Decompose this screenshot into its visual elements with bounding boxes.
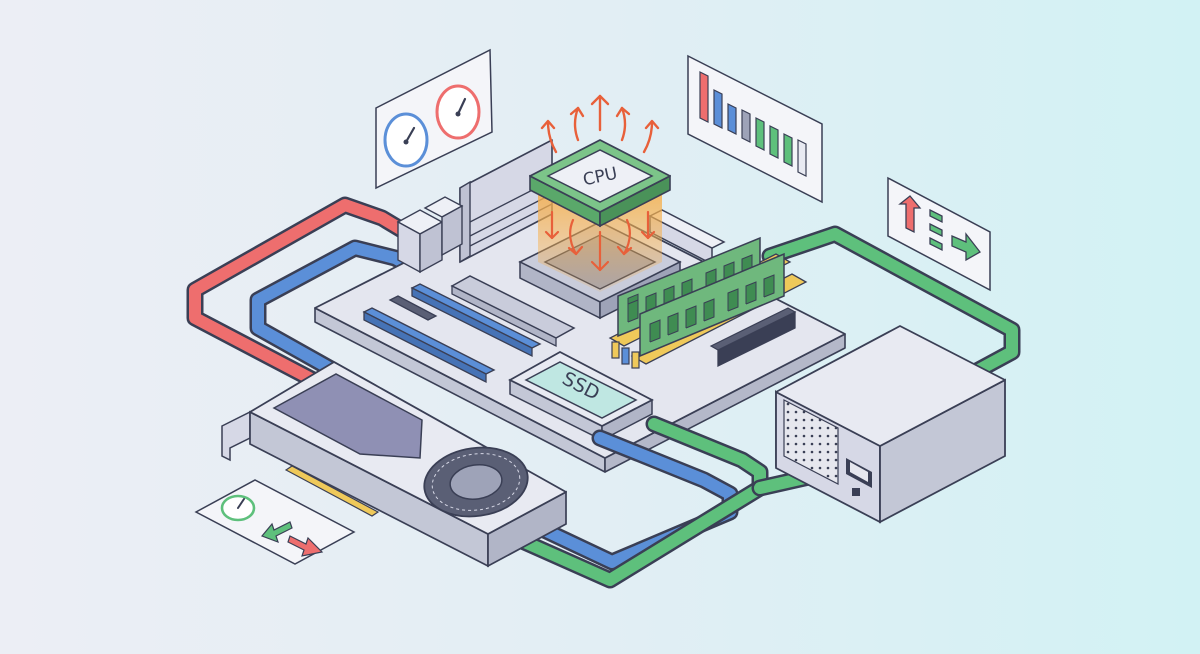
heat-up-arrows-icon — [540, 94, 660, 154]
gauge-panel — [375, 48, 493, 190]
bar-chart-icon — [699, 71, 807, 177]
green-pipe-back — [761, 225, 1021, 381]
atx-power-connector — [709, 307, 797, 368]
cpu-chip: CPU — [529, 139, 671, 228]
blue-pipe-front — [531, 429, 739, 571]
speed-arrows-icon — [220, 494, 324, 557]
m2-heatsink — [450, 275, 576, 348]
rear-port-block — [396, 196, 464, 274]
bar-chart-panel — [687, 54, 823, 204]
fan-icon — [423, 446, 529, 518]
capacitors — [611, 341, 640, 369]
power-socket-icon — [846, 458, 872, 496]
transfer-panel — [887, 176, 991, 292]
heat-down-arrows-icon — [544, 210, 656, 272]
pcie-slot-1 — [410, 283, 542, 358]
transfer-arrows-icon — [898, 195, 981, 262]
pcie-small-slot — [388, 295, 438, 321]
pcie-slot-2 — [362, 307, 496, 384]
graphics-card — [221, 361, 567, 568]
gauge-pair-icon — [383, 84, 481, 168]
power-supply — [775, 325, 1006, 524]
ssd-drive: SSD — [508, 350, 654, 442]
speed-panel — [194, 479, 356, 565]
ram-stick-2 — [630, 252, 808, 365]
